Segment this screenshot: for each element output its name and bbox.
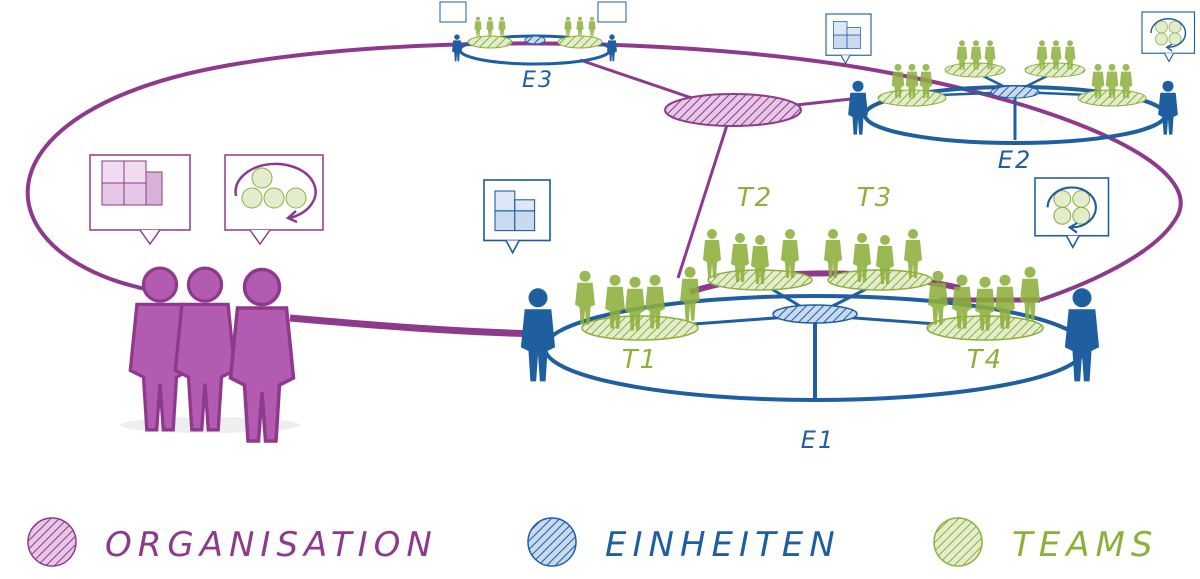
unit-label-e1: E1 <box>801 426 835 454</box>
unit-hub-e1 <box>772 304 858 324</box>
legend-label-organisation: ORGANISATION <box>105 525 438 565</box>
organisation-hub <box>664 93 802 127</box>
team-platform-t3 <box>827 269 933 291</box>
team-label-t1: T1 <box>622 345 658 375</box>
organisation-leadership <box>89 154 324 443</box>
unit-e2: E2 <box>825 11 1196 174</box>
legend-swatch-organisation <box>27 517 77 567</box>
cube-icon <box>89 154 191 246</box>
team-cycle-icon <box>224 154 324 246</box>
legend-swatch-einheiten <box>527 517 577 567</box>
team-label-t3: T3 <box>857 183 893 213</box>
legend-item-einheiten: EINHEITEN <box>527 517 841 567</box>
legend-swatch-teams <box>933 517 983 567</box>
team-label-t4: T4 <box>967 345 1003 375</box>
unit-e1: T1 T2 T3 T4 E1 <box>483 176 1110 454</box>
person-icon <box>128 266 296 443</box>
cube-icon <box>439 1 467 23</box>
legend-item-organisation: ORGANISATION <box>27 517 438 567</box>
team-cycle-icon <box>1033 176 1110 249</box>
team-cycle-icon <box>597 1 627 23</box>
cube-icon <box>825 13 872 65</box>
legend: ORGANISATION EINHEITEN TEAMS <box>27 517 1158 567</box>
legend-label-teams: TEAMS <box>1012 525 1158 565</box>
team-platform-t4 <box>926 315 1044 341</box>
team-label-t2: T2 <box>737 183 773 213</box>
unit-label-e2: E2 <box>998 146 1032 174</box>
legend-label-einheiten: EINHEITEN <box>605 525 841 565</box>
cube-icon <box>483 179 551 254</box>
unit-label-e3: E3 <box>522 68 554 93</box>
unit-e3: E3 <box>439 1 627 93</box>
team-platform-t2 <box>707 269 813 291</box>
legend-item-teams: TEAMS <box>933 517 1158 567</box>
team-cycle-icon <box>1141 11 1196 63</box>
